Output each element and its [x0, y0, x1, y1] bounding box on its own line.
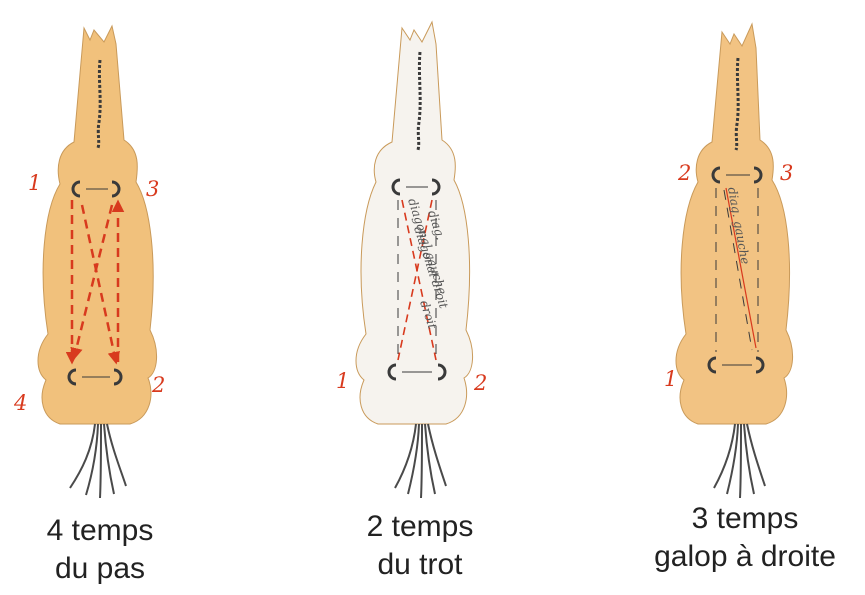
gallop-hoof-label-front-left: 2: [677, 161, 691, 185]
trot-hoof-label-left: 1: [336, 369, 349, 393]
horse-walk-body: [38, 26, 157, 424]
trot-hoof-label-right: 2: [473, 371, 487, 395]
caption-walk: 4 temps du pas: [20, 512, 180, 588]
gallop-hoof-label-front-right: 3: [780, 161, 793, 185]
horse-gallop: diag. gauche 2 3 1: [664, 24, 793, 498]
walk-hoof-label-front-right: 3: [146, 177, 159, 201]
caption-trot: 2 temps du trot: [340, 508, 500, 584]
caption-gallop: 3 temps galop à droite: [630, 500, 860, 576]
horse-walk: 1 3 4 2: [13, 26, 165, 498]
horse-trot: diag. diagonal gauche diagonal droit dro…: [336, 22, 487, 498]
caption-walk-line2: du pas: [20, 550, 180, 588]
walk-hoof-label-hind-left: 4: [13, 391, 27, 415]
caption-trot-line2: du trot: [340, 546, 500, 584]
gallop-hoof-label-hind-left: 1: [664, 367, 677, 391]
caption-gallop-line1: 3 temps: [630, 500, 860, 538]
horse-trot-tail: [395, 424, 446, 498]
walk-hoof-label-hind-right: 2: [151, 373, 165, 397]
horse-gallop-tail: [714, 424, 765, 498]
walk-hoof-label-front-left: 1: [28, 171, 41, 195]
caption-gallop-line2: galop à droite: [630, 538, 860, 576]
caption-walk-line1: 4 temps: [20, 512, 180, 550]
caption-trot-line1: 2 temps: [340, 508, 500, 546]
horse-walk-tail: [70, 424, 126, 498]
